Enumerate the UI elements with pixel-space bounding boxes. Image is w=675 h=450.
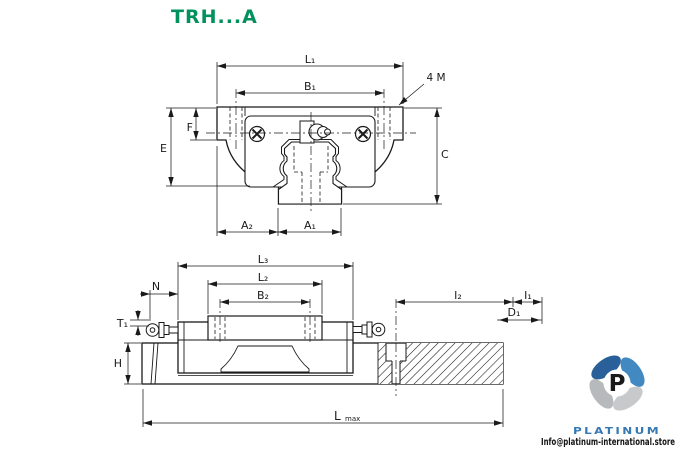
end-cap-screws	[248, 125, 372, 143]
centerlines-side	[219, 299, 397, 396]
logo-wordmark: PLATINUM	[573, 426, 661, 437]
grease-nipple-front	[299, 120, 331, 144]
rail-counterbore-hole	[377, 343, 407, 384]
dim-label-a1: A₁	[304, 219, 316, 232]
contact-email: Info@platinum-international.store	[541, 437, 675, 448]
page-title: TRH...A	[171, 6, 258, 28]
rail-bolt-hole-hidden-lines	[293, 146, 329, 203]
centerlines-front	[206, 89, 416, 214]
front-dimensions	[166, 62, 442, 236]
dim-label-lmax-sub: max	[345, 415, 360, 423]
logo-petal-right	[620, 357, 645, 387]
dim-label-b2: B₂	[257, 289, 269, 302]
logo-petal-top	[591, 355, 621, 380]
dim-label-c: C	[441, 148, 449, 161]
dim-label-l2: L₂	[258, 271, 269, 284]
mounting-hole-hidden-lines	[229, 107, 391, 140]
logo-monogram: P	[609, 371, 626, 397]
logo-petal-left	[589, 379, 614, 409]
logo-center	[603, 369, 631, 397]
side-dimensions	[124, 262, 543, 427]
dim-label-l3: L₃	[258, 253, 269, 266]
dim-label-t1: T₁	[116, 317, 128, 330]
dim-label-i2: I₂	[454, 289, 462, 302]
rail-section-hatch	[378, 343, 503, 384]
side-view-drawing	[124, 262, 543, 427]
dim-label-4m: 4 M	[426, 72, 445, 84]
platinum-logo: P PLATINUM Info@platinum-international.s…	[541, 355, 675, 448]
grease-nipple-right	[352, 321, 386, 338]
logo-petal-bottom	[613, 386, 643, 411]
dim-label-a2: A₂	[241, 219, 253, 232]
carriage-inner-structure	[220, 345, 310, 373]
dim-label-b1: B₁	[304, 80, 316, 93]
dim-label-e: E	[160, 142, 167, 155]
dim-label-f: F	[187, 121, 193, 134]
rail-profile	[277, 141, 343, 205]
carriage-hole-hidden-lines	[214, 317, 316, 339]
dim-label-h: H	[114, 357, 122, 370]
front-view-drawing	[166, 62, 442, 236]
dim-label-d1: D₁	[508, 306, 521, 319]
dim-label-n: N	[152, 280, 160, 293]
dim-label-l1: L₁	[305, 53, 316, 66]
grease-nipple-left	[145, 322, 179, 338]
dim-label-i1: I₁	[524, 289, 532, 302]
dim-label-lmax: L	[334, 409, 341, 423]
